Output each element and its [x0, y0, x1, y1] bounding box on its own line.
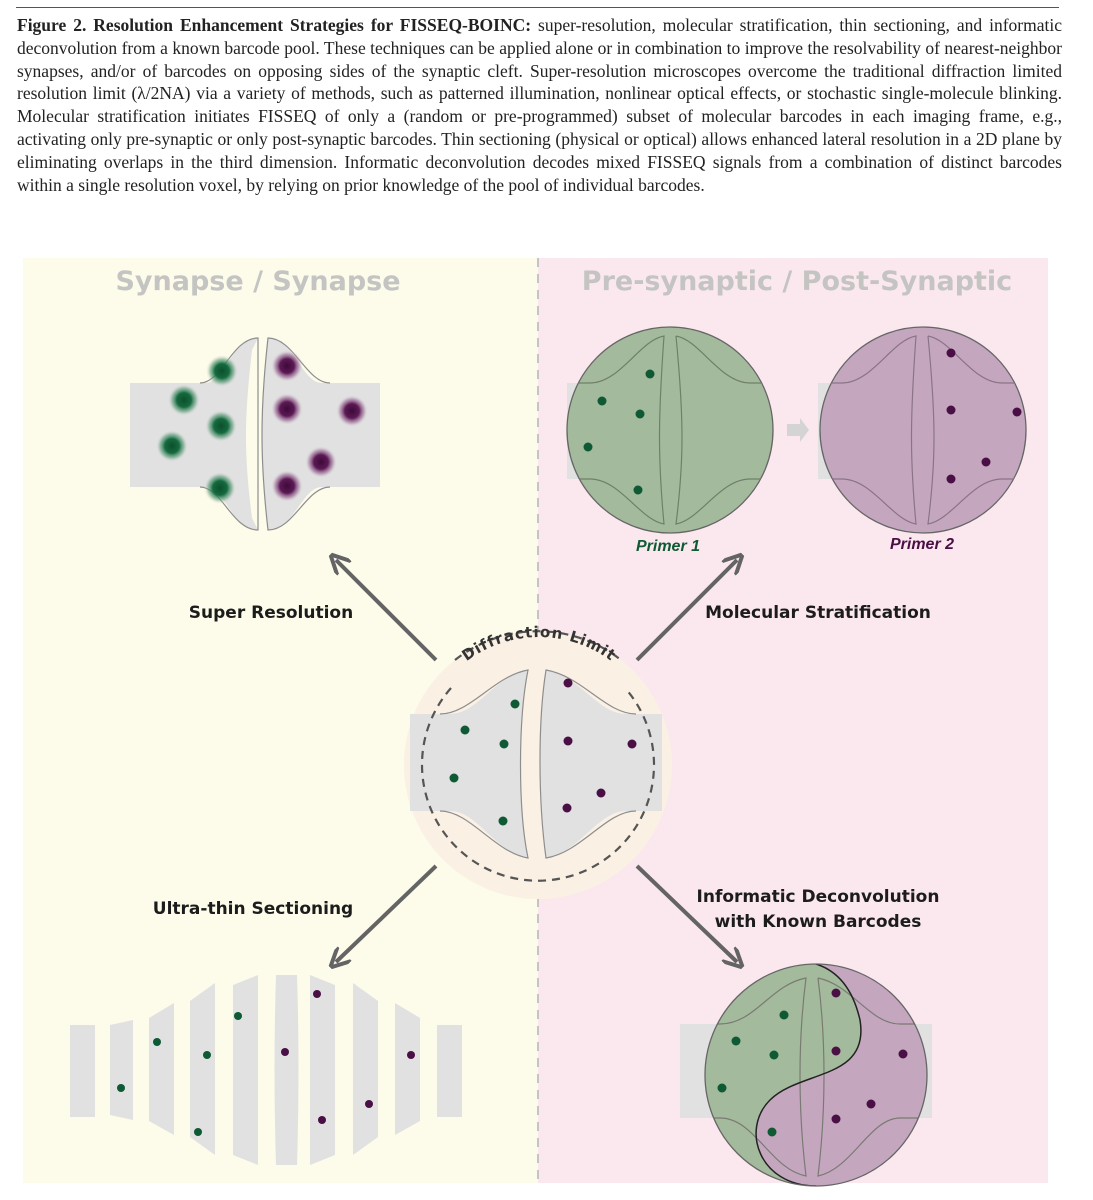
post-barcode-glow — [271, 350, 303, 382]
molecular-stratification-label: Molecular Stratification — [705, 603, 931, 623]
caption-title: Figure 2. Resolution Enhancement Strateg… — [17, 15, 532, 35]
primer-2-circle — [818, 326, 1027, 534]
thin-section-barcodes — [117, 990, 415, 1136]
informatic-deconvolution-label: Informatic Deconvolution — [697, 887, 940, 907]
primer-1-circle — [566, 326, 774, 534]
pre-barcode-glow — [204, 472, 236, 504]
pre-barcode-glow — [156, 430, 188, 462]
post-barcode-glow — [271, 393, 303, 425]
center-halo — [404, 631, 672, 899]
pre-barcode-glow — [168, 384, 200, 416]
stratification-step-arrow — [787, 418, 809, 442]
arrow-ultra-thin-sectioning — [336, 864, 438, 962]
post-barcode-glow — [305, 446, 337, 478]
diffraction-limit-ring-top — [454, 630, 622, 661]
right-panel-title: Pre-synaptic / Post-Synaptic — [582, 266, 1012, 297]
caption-rule — [16, 7, 1059, 8]
figure-caption: Figure 2. Resolution Enhancement Strateg… — [17, 14, 1062, 196]
arrow-molecular-stratification — [635, 560, 737, 662]
deconvolution-circle — [680, 963, 932, 1187]
super-resolution-synapse — [130, 337, 380, 531]
caption-body: super-resolution, molecular stratificati… — [17, 15, 1062, 195]
primer-1-label: Primer 1 — [636, 538, 700, 555]
pre-barcode-glow — [206, 355, 238, 387]
arrow-super-resolution — [336, 560, 438, 662]
left-panel-title: Synapse / Synapse — [115, 266, 400, 297]
known-barcodes-label: with Known Barcodes — [715, 912, 922, 932]
diffraction-limit-ring — [420, 687, 656, 882]
post-barcode-glow — [336, 395, 368, 427]
thin-sections — [70, 975, 462, 1165]
pre-barcode-glow — [205, 410, 237, 442]
super-resolution-label: Super Resolution — [189, 603, 353, 623]
primer-2-label: Primer 2 — [890, 536, 954, 553]
arrow-informatic-deconvolution — [635, 864, 737, 962]
post-barcode-glow — [271, 470, 303, 502]
center-synapse — [410, 669, 662, 859]
ultra-thin-sectioning-label: Ultra-thin Sectioning — [153, 899, 353, 919]
